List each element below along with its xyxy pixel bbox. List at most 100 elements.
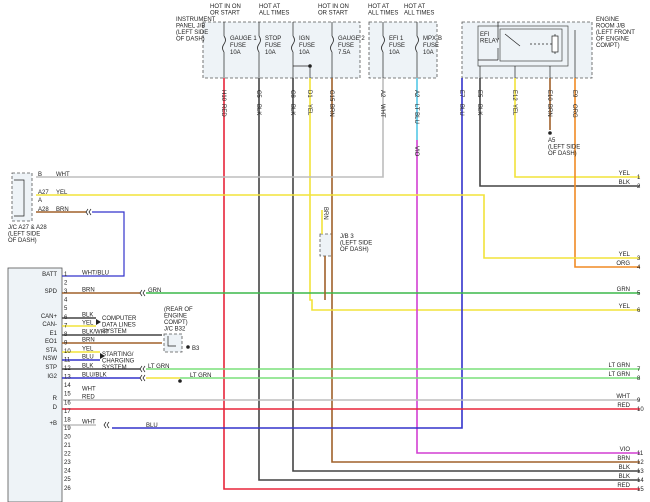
er-jb-label-3: OF ENGINE	[596, 37, 629, 43]
top-wire-2: BLK	[289, 104, 295, 115]
fuse-label-2-1: FUSE	[299, 43, 315, 49]
jcb32-label-1: ENGINE	[164, 314, 187, 320]
jc-a27-bus	[14, 179, 25, 217]
top-pin-3: D1	[306, 90, 312, 98]
ecm-num-20: 21	[64, 443, 71, 449]
wire-yel-d1	[309, 78, 640, 311]
right-wire-7: LT GRN	[609, 372, 630, 378]
ecm-num-1: 2	[64, 281, 68, 287]
instrument-panel-jb-box	[202, 21, 361, 79]
arrow-starting	[100, 353, 105, 359]
er-jb-label-2: (LEFT FRONT	[596, 30, 635, 36]
right-pin-1: 2	[637, 184, 641, 190]
ecm-pin-16: +B	[49, 421, 57, 427]
ecm-pin-13: R	[53, 396, 58, 402]
engine-room-jb-box	[461, 21, 593, 79]
brn-a27: BRN	[56, 207, 69, 213]
hot-header-4-1: ALL TIMES	[404, 11, 434, 17]
ecm-wire-5: BLK/WHT	[82, 330, 109, 336]
a5-label-2: OF DASH)	[548, 151, 577, 157]
right-pin-6: 7	[637, 367, 641, 373]
starting-label-0: STARTING/	[102, 352, 134, 358]
fuse-label-4-1: FUSE	[389, 43, 405, 49]
ecm-wire-4: YEL	[82, 321, 94, 327]
wire-wht-blu	[62, 211, 125, 277]
right-pin-10: 11	[637, 451, 644, 457]
ip-jb-label-2: (LEFT SIDE	[176, 30, 208, 36]
yel-a27: YEL	[56, 190, 68, 196]
jcb32-label-0: (REAR OF	[164, 307, 193, 313]
brn-jb3-label: BRN	[322, 207, 328, 220]
ecm-num-0: 1	[64, 272, 68, 278]
wire-blk-e5	[479, 78, 640, 187]
fuse-label-3-0: GAUGE 2	[338, 36, 365, 42]
dot-b3	[186, 345, 190, 349]
hot-header-4-0: HOT AT	[404, 4, 425, 10]
efi-relay-label-1: RELAY	[480, 39, 499, 45]
ecm-pin-4: CAN-	[42, 322, 57, 328]
fuse-label-3-1: FUSE	[338, 43, 354, 49]
wire-red-h10	[223, 78, 640, 490]
ecm-pin-9: STP	[45, 365, 57, 371]
grn-label: GRN	[148, 288, 161, 294]
jc-a27-connector	[11, 172, 33, 222]
dot-ig2	[178, 379, 182, 383]
ecm-wire-3: BLK	[82, 313, 93, 319]
right-pin-5: 6	[637, 308, 641, 314]
ecm-pin-3: CAN+	[41, 314, 58, 320]
computer-label-1: DATA LINES	[102, 323, 136, 329]
right-pin-12: 13	[637, 469, 644, 475]
wht-a27: WHT	[56, 172, 70, 178]
top-wire-11: ORG	[571, 104, 577, 118]
ecm-pin-1: SPD	[45, 289, 58, 295]
hot-header-1-1: ALL TIMES	[259, 11, 289, 17]
fuse-label-5-0: MPX-B	[423, 36, 442, 42]
fuse-label-0-2: 10A	[230, 50, 241, 56]
er-jb-label-1: ROOM J/B	[596, 24, 625, 30]
fuse-label-1-2: 10A	[265, 50, 276, 56]
ecm-pin-0: BATT	[42, 272, 57, 278]
fuse-label-0-0: GAUGE 1	[230, 36, 257, 42]
right-wire-9: RED	[617, 403, 630, 409]
top-wire-5: WHT	[379, 104, 385, 118]
right-pin-0: 1	[637, 175, 641, 181]
right-wire-0: YEL	[619, 171, 631, 177]
right-pin-8: 9	[637, 398, 641, 404]
fuse-symbols	[222, 35, 419, 53]
top-wire-6: LT BLU	[413, 104, 419, 124]
jb3-label-1: (LEFT SIDE	[340, 241, 372, 247]
hot-header-0-0: HOT IN ON	[210, 4, 241, 10]
top-wire-7: BLU	[458, 104, 464, 116]
dot-a5	[548, 131, 552, 135]
ecm-wire-8: BLU	[82, 355, 94, 361]
hot-header-0-1: OR START	[210, 11, 240, 17]
jcb32-label-2: COMPT)	[164, 320, 188, 326]
top-wire-9: YEL	[511, 104, 517, 116]
wires-group	[36, 78, 640, 490]
efi-relay-inner-box	[477, 25, 569, 67]
top-pin-2: C8	[289, 90, 295, 98]
ecm-num-19: 20	[64, 434, 71, 440]
fuse-box-internal-lines	[223, 22, 576, 78]
right-wire-10: VIO	[620, 447, 631, 453]
fuse-label-1-1: FUSE	[265, 43, 281, 49]
right-wire-8: WHT	[616, 394, 630, 400]
ecm-num-4: 5	[64, 306, 68, 312]
ecm-wire-0: WHT/BLU	[82, 271, 109, 277]
ecm-num-21: 22	[64, 452, 71, 458]
right-pin-13: 14	[637, 478, 644, 484]
ecm-wire-9: BLK	[82, 364, 93, 370]
jb3-label-2: OF DASH)	[340, 247, 369, 253]
ecm-pin-10: IG2	[47, 374, 57, 380]
ip-jb-label-1: PANEL J/B	[176, 24, 205, 30]
ecm-num-15: 16	[64, 400, 71, 406]
ecm-wire-7: YEL	[82, 347, 94, 353]
er-jb-label-0: ENGINE	[596, 17, 619, 23]
a5-label-0: A5	[548, 138, 556, 144]
hot-header-2-1: OR START	[318, 11, 348, 17]
hot-header-3-0: HOT AT	[368, 4, 389, 10]
top-wire-4: BRN	[328, 104, 334, 117]
ecm-num-10: 11	[64, 358, 71, 364]
